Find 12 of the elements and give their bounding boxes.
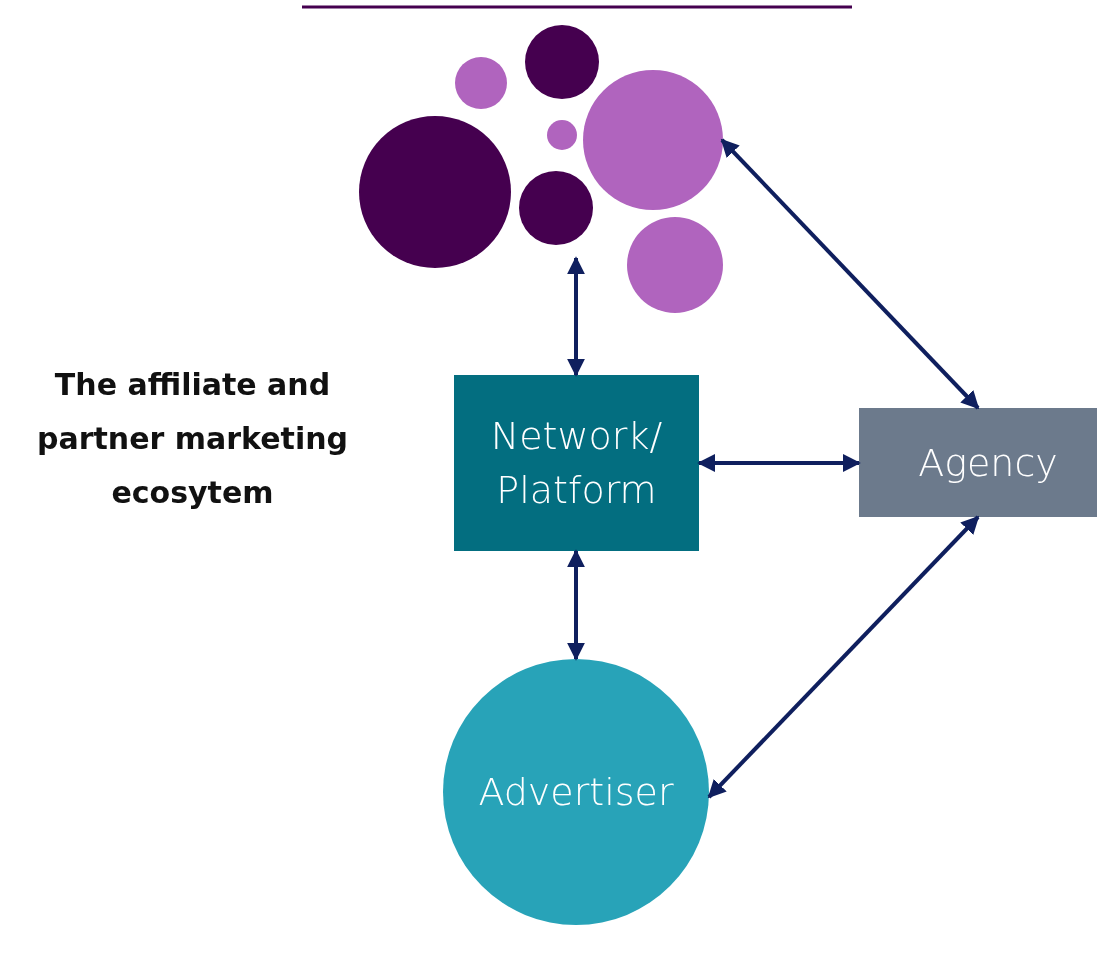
node-label: Advertiser [478, 769, 674, 816]
node-label: Agency [918, 439, 1058, 487]
double-arrow [707, 515, 980, 799]
double-arrow [720, 138, 980, 410]
double-arrow [567, 549, 585, 661]
double-arrow [567, 256, 585, 377]
diagram-title: The affiliate and partner marketing ecosytem [35, 366, 349, 512]
process-box [859, 408, 1097, 517]
process-box [454, 375, 699, 551]
double-arrow [697, 454, 861, 472]
node-label: Network/ Platform [489, 413, 664, 514]
bubble-cluster-drawing [358, 25, 724, 315]
